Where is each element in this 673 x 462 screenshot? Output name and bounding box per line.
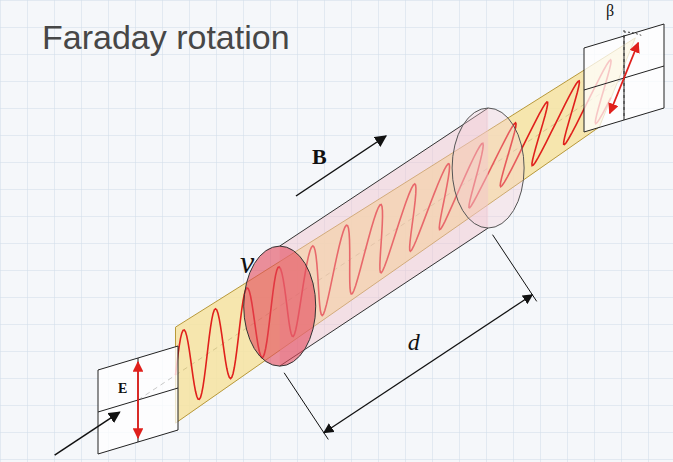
rotated-e-arrow bbox=[610, 43, 638, 113]
output-analyzer-panel bbox=[584, 24, 664, 132]
diagram-title: Faraday rotation bbox=[42, 20, 290, 54]
back-face bbox=[452, 108, 524, 228]
extension-line bbox=[284, 373, 328, 440]
reference-line bbox=[624, 30, 625, 116]
incoming-arrow bbox=[55, 412, 120, 455]
polarization-plane bbox=[176, 38, 636, 423]
input-polarizer-panel bbox=[98, 346, 178, 454]
field-arrow bbox=[296, 136, 386, 196]
e-field-arrow bbox=[137, 362, 139, 438]
e-field-label: E bbox=[118, 382, 127, 396]
dimension-line bbox=[324, 295, 532, 433]
field-label: B bbox=[312, 146, 327, 168]
extension-line bbox=[493, 235, 537, 302]
light-wave bbox=[176, 60, 612, 400]
frequency-label: ν bbox=[240, 246, 254, 278]
angle-arc bbox=[624, 32, 641, 35]
length-label: d bbox=[408, 330, 420, 354]
angle-label: β bbox=[606, 3, 614, 19]
front-face bbox=[244, 246, 316, 366]
